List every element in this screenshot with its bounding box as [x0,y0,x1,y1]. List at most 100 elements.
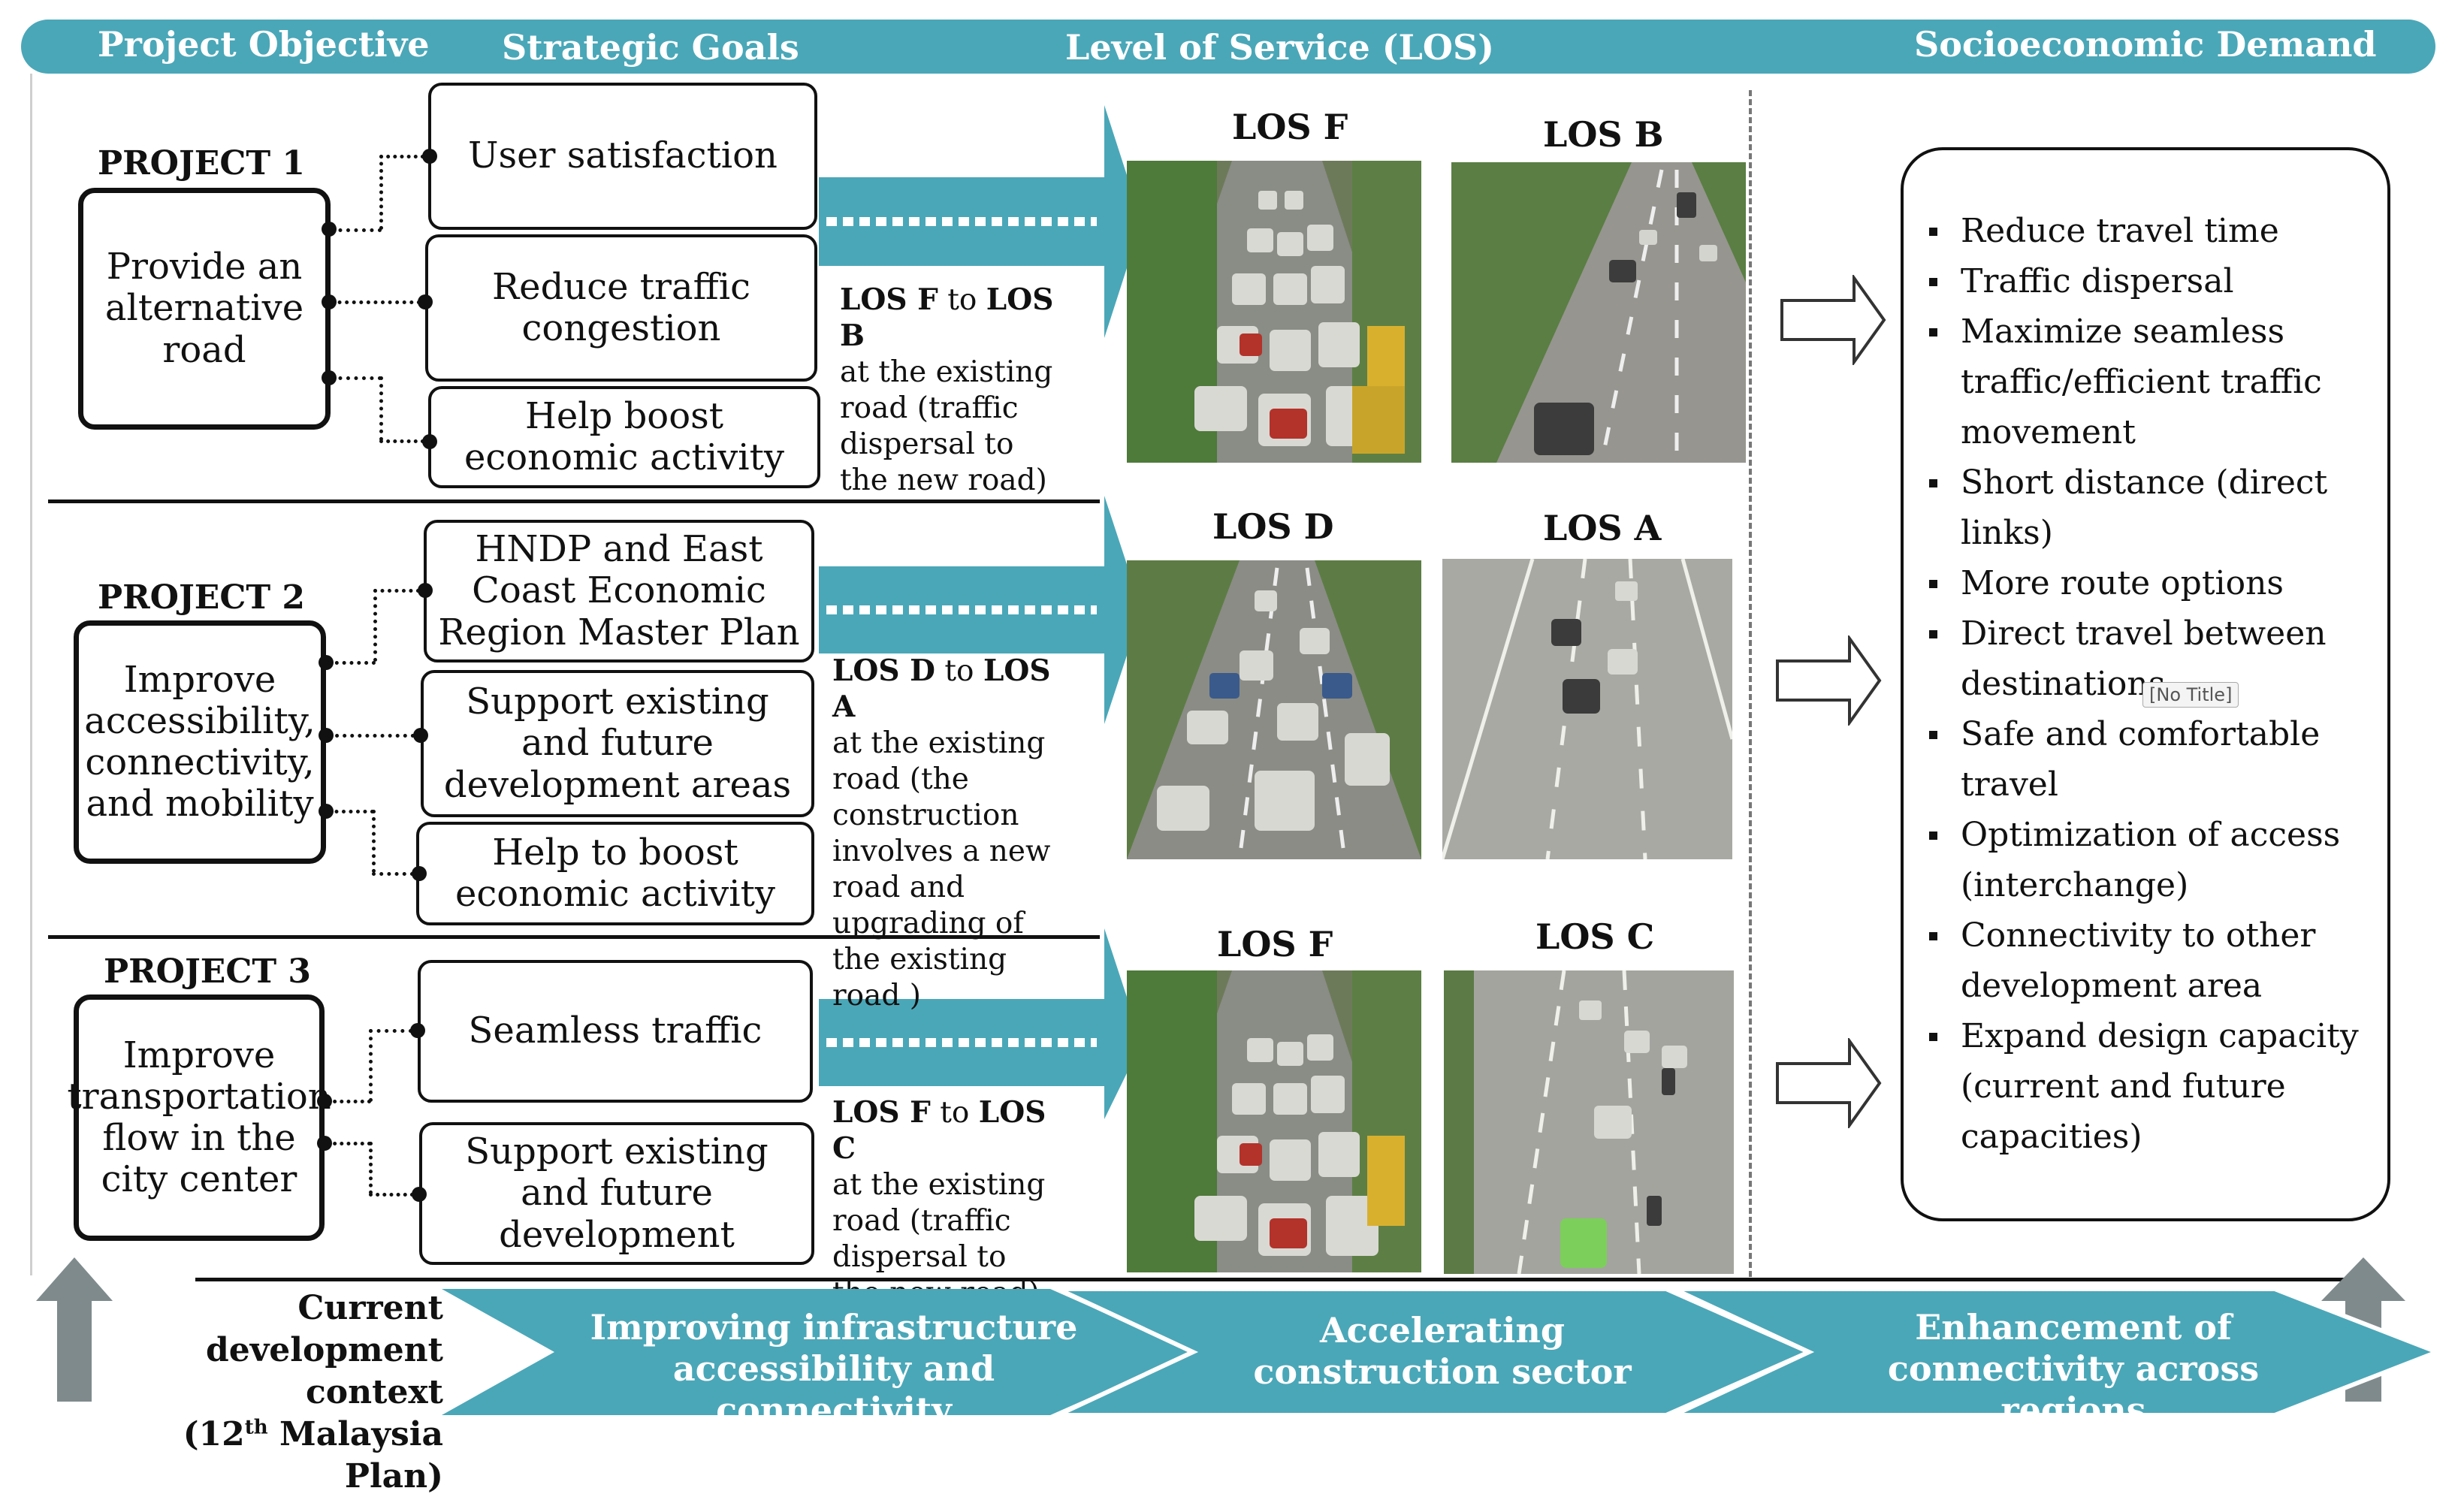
traffic-photo-los-c [1444,970,1734,1274]
demand-item: Direct travel between destinations [1929,608,2380,709]
dashed-separator [1749,90,1752,1277]
los-to: LOS B [840,282,1054,353]
context-line-3: (12th Malaysia Plan) [183,1414,443,1495]
connector-dot [410,1023,425,1038]
goal-text: Support existing and future development … [443,681,792,806]
connector-line [328,734,415,738]
chevron-2 [1056,1287,1815,1417]
connector-dot [319,804,334,819]
los-title-p3-before: LOS F [1217,924,1333,964]
connector-line [326,1100,371,1103]
project-3-objective-text: Improve transportation flow in the city … [67,1034,331,1201]
traffic-photo-los-d [1127,560,1421,859]
los-change-project-1: LOS F to LOS B at the existing road (tra… [840,282,1065,499]
demand-list: Reduce travel time Traffic dispersal Max… [1929,206,2380,1162]
connector-dot [412,866,427,881]
chevron-1-label: Improving infrastructure accessibility a… [590,1307,1078,1431]
goal-text: Reduce traffic congestion [492,265,750,349]
divider-1 [48,500,1100,503]
connector-dot [418,583,433,598]
chevron-band [442,1287,2440,1417]
connector-line [372,810,376,873]
connector-dot [422,149,437,164]
los-change-project-3: LOS F to LOS C at the existing road (tra… [832,1095,1058,1311]
connector-dot [317,1136,332,1151]
traffic-photo-los-f-2 [1127,970,1421,1272]
los-title-p2-after: LOS A [1543,508,1662,548]
hollow-right-arrow-3 [1776,1038,1882,1128]
connector-line [379,155,383,230]
los-from: LOS D [832,653,935,688]
goal-reduce-traffic-congestion: Reduce traffic congestion [425,234,817,382]
goal-text: Seamless traffic [468,1010,762,1052]
connector-line [331,300,421,304]
traffic-photo-los-b [1451,162,1746,463]
divider-2 [48,935,1100,939]
demand-item: Expand design capacity (current and futu… [1929,1011,2380,1162]
header-strategic-goals: Strategic Goals [502,27,799,68]
los-to: LOS C [832,1095,1046,1166]
hollow-right-arrow-2 [1776,635,1882,726]
los-title-p1-before: LOS F [1232,107,1348,147]
los-from: LOS F [840,282,938,317]
project-3-label: PROJECT 3 [104,952,312,991]
up-arrow-icon-left [36,1257,113,1402]
connector-line [328,661,376,665]
los-desc: at the existing road (traffic dispersal … [840,355,1053,497]
los-title-p2-before: LOS D [1212,506,1334,547]
goal-hndp-ecer-master-plan: HNDP and East Coast Economic Region Mast… [424,520,814,662]
connector-line [379,155,424,158]
context-line-1: Current [297,1289,443,1327]
demand-item: Connectivity to other development area [1929,910,2380,1011]
header-project-objective: Project Objective [98,24,430,65]
los-from: LOS F [832,1095,931,1130]
chevron-1 [442,1289,1193,1415]
goal-seamless-traffic: Seamless traffic [418,960,813,1103]
header-socioeconomic-demand: Socioeconomic Demand [1914,24,2377,65]
goal-text: User satisfaction [468,134,778,177]
traffic-photo-los-f-1 [1127,161,1421,463]
frame-left-line [30,74,32,1275]
connector-line [331,228,382,232]
project-1-objective-text: Provide an alternative road [104,246,304,371]
connector-dot [322,370,337,385]
demand-item: Traffic dispersal [1929,256,2380,306]
connector-line [331,376,382,380]
los-connector: to [944,654,974,688]
hollow-right-arrow-1 [1780,275,1886,365]
los-arrows [819,105,1142,1119]
connector-line [369,1193,414,1197]
connector-line [369,1029,412,1033]
connector-dot [319,655,334,670]
header-los: Level of Service (LOS) [1065,27,1494,68]
demand-item: Safe and comfortable travel [1929,709,2380,810]
los-change-project-2: LOS D to LOS A at the existing road (the… [832,653,1058,1014]
project-2-objective: Improve accessibility, connectivity, and… [74,620,326,864]
connector-line [379,376,383,441]
chevron-3 [1672,1287,2440,1417]
development-context: Current development context (12th Malays… [75,1287,443,1497]
demand-item: Short distance (direct links) [1929,457,2380,558]
connector-line [372,872,414,876]
goal-text: Help boost economic activity [464,394,785,478]
connector-line [328,810,374,813]
goal-text: HNDP and East Coast Economic Region Mast… [438,528,800,653]
divider-bottom [195,1278,2348,1281]
connector-dot [413,728,428,743]
context-line-2: development context [205,1330,443,1411]
connector-dot [322,294,337,309]
project-3-objective: Improve transportation flow in the city … [67,994,331,1241]
los-connector: to [947,283,977,317]
goal-text: Help to boost economic activity [454,831,776,915]
demand-item: Maximize seamless traffic/efficient traf… [1929,306,2380,457]
los-title-p3-after: LOS C [1535,916,1655,957]
header-bar [21,20,2435,74]
connector-line [369,1142,373,1194]
goal-help-to-boost-economic-activity: Help to boost economic activity [416,822,814,925]
chevron-2-label: Accelerating construction sector [1253,1310,1632,1393]
connector-dot [322,222,337,237]
tooltip: [No Title] [2142,682,2239,708]
goal-support-development-areas: Support existing and future development … [421,670,814,817]
goal-help-boost-economic-activity: Help boost economic activity [428,386,820,488]
connector-dot [319,728,334,743]
